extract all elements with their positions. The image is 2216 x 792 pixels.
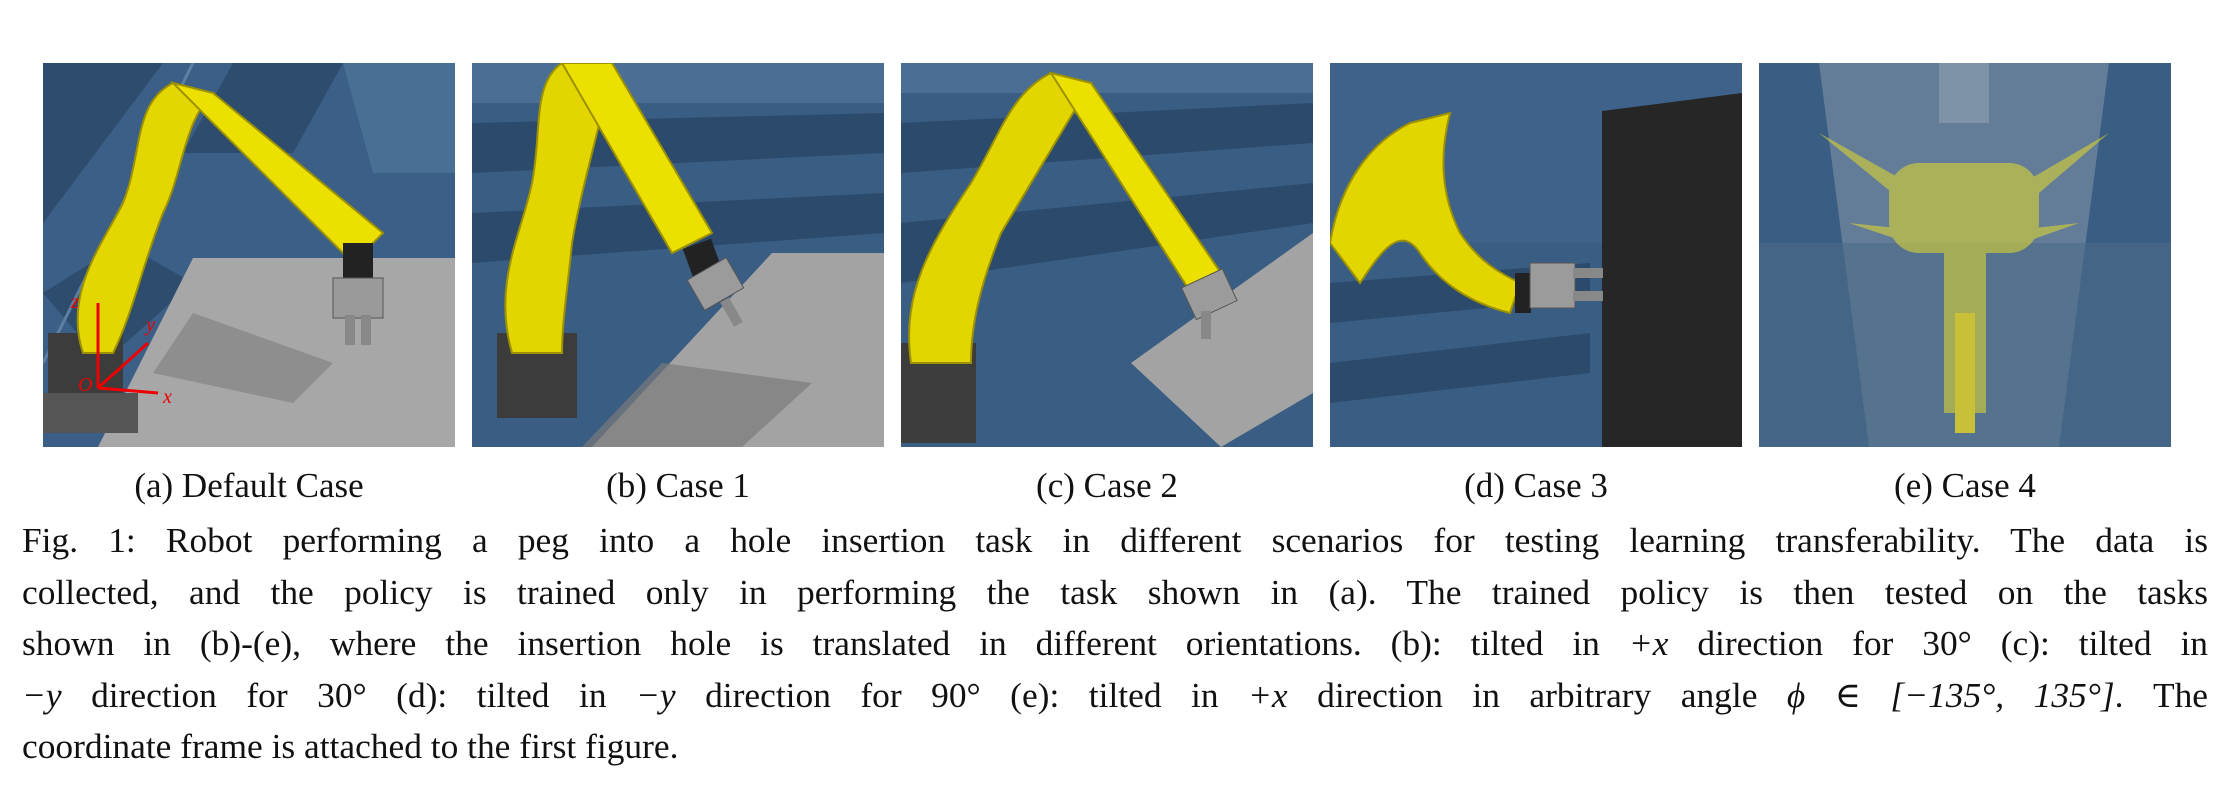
robot-scene-case-1	[472, 63, 884, 447]
figure-panel-b	[472, 63, 884, 447]
subcaption-b: (b) Case 1	[606, 466, 750, 505]
figure-caption: Fig. 1: Robot performing a peg into a ho…	[22, 515, 2208, 773]
figure-panel-c	[901, 63, 1313, 447]
figure-panel-d	[1330, 63, 1742, 447]
axis-z-label: z	[70, 291, 79, 313]
robot-scene-case-3	[1330, 63, 1742, 447]
caption-text: . The	[2114, 674, 2209, 715]
robot-scene-default: z y x O	[43, 63, 455, 447]
caption-text: Fig. 1: Robot performing a peg into a ho…	[22, 520, 2208, 560]
axis-y-label: y	[144, 314, 155, 336]
caption-line-4: −y direction for 30° (d): tilted in −y d…	[22, 670, 2208, 722]
math-phi-range: ϕ ∈ [−135°, 135°]	[1786, 674, 2115, 715]
math-minus-y: −y	[22, 674, 62, 715]
caption-line-3: shown in (b)-(e), where the insertion ho…	[22, 618, 2208, 670]
caption-text: direction for 30° (c): tilted in	[1668, 623, 2209, 663]
robot-scene-case-4	[1759, 63, 2171, 447]
caption-text: coordinate frame is attached to the firs…	[22, 726, 679, 766]
subcaption-c: (c) Case 2	[1036, 466, 1178, 505]
axis-origin-label: O	[78, 374, 92, 396]
subcaption-a: (a) Default Case	[134, 466, 364, 505]
figure-panel-a: z y x O	[43, 63, 455, 447]
caption-line-5: coordinate frame is attached to the firs…	[22, 721, 2208, 773]
math-minus-y: −y	[636, 674, 676, 715]
subcaption-d: (d) Case 3	[1464, 466, 1608, 505]
axis-x-label: x	[162, 386, 172, 408]
caption-text: direction for 90° (e): tilted in	[675, 674, 1249, 715]
math-plus-x: +x	[1248, 674, 1288, 715]
caption-text: shown in (b)-(e), where the insertion ho…	[22, 623, 1629, 663]
caption-text: direction for 30° (d): tilted in	[61, 674, 637, 715]
figure-panel-e	[1759, 63, 2171, 447]
caption-line-2: collected, and the policy is trained onl…	[22, 567, 2208, 619]
robot-scene-case-2	[901, 63, 1313, 447]
subcaption-e: (e) Case 4	[1894, 466, 2036, 505]
caption-text: direction in arbitrary angle	[1287, 674, 1787, 715]
math-plus-x: +x	[1628, 623, 1669, 663]
caption-text: collected, and the policy is trained onl…	[22, 571, 2208, 612]
caption-line-1: Fig. 1: Robot performing a peg into a ho…	[22, 515, 2208, 567]
